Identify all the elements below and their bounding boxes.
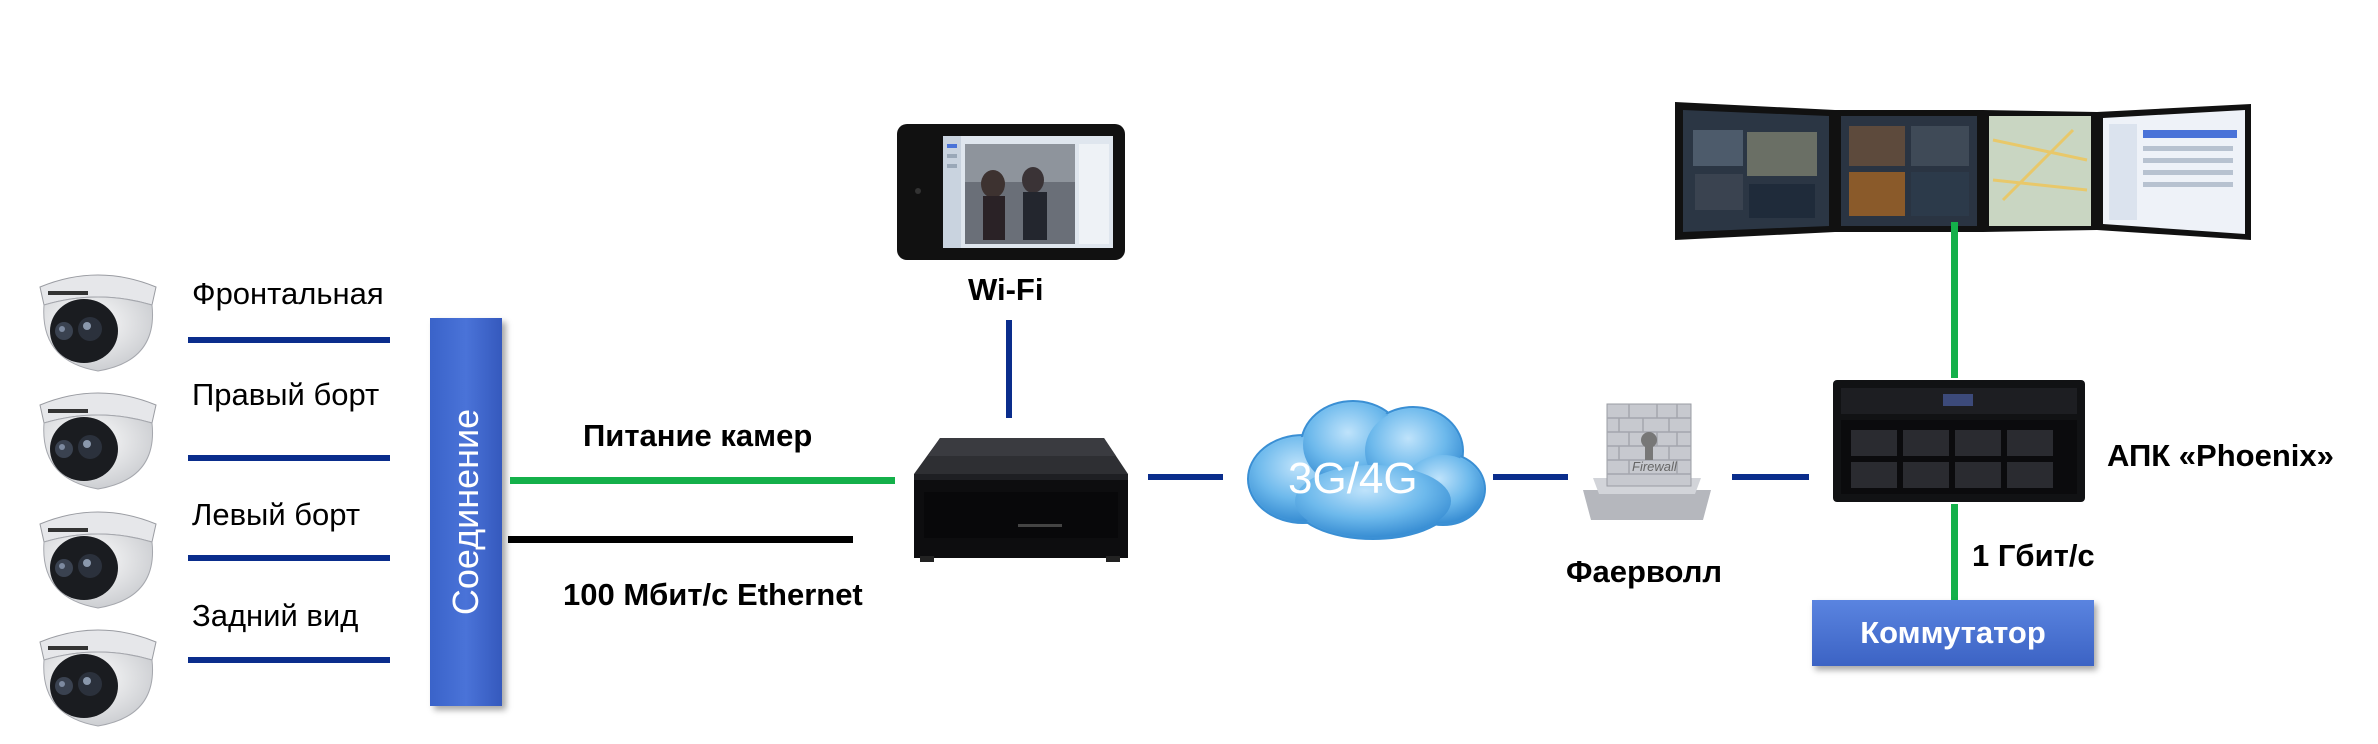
camera-rear-icon [34,620,162,735]
firewall-sign: Firewall [1632,459,1677,474]
recorder-cloud-line [1148,474,1223,480]
gigabit-label: 1 Гбит/с [1972,538,2095,573]
switch-label: Коммутатор [1860,615,2046,650]
camera-label-rear: Задний вид [192,598,359,633]
firewall-server-line [1732,474,1809,480]
camera-line-rear [188,657,390,663]
connector-label: Соединение [445,408,486,616]
camera-label-front: Фронтальная [192,276,384,311]
recorder-icon [914,438,1128,562]
switch-box: Коммутатор [1812,600,2094,666]
camera-power-label: Питание камер [583,418,813,453]
camera-line-left [188,555,390,561]
tablet-icon [897,124,1125,260]
server-icon [1833,380,2085,502]
camera-line-right [188,455,390,461]
camera-front-icon [34,265,162,380]
cloud-firewall-line [1493,474,1568,480]
cloud-icon [1247,400,1486,540]
ethernet-line [508,536,853,543]
connector-box: Соединение [430,318,502,706]
video-wall-icon [1675,102,2251,240]
firewall-icon [1583,403,1711,520]
camera-label-right: Правый борт [192,377,380,412]
cloud-label: 3G/4G [1288,454,1418,503]
firewall-label: Фаерволл [1566,554,1723,589]
camera-line-front [188,337,390,343]
wifi-line [1006,320,1012,418]
ethernet-label: 100 Мбит/с Ethernet [563,577,863,612]
server-switch-line [1951,504,1958,600]
camera-label-left: Левый борт [192,497,361,532]
camera-power-line [510,477,895,484]
server-label: АПК «Phoenix» [2107,438,2334,473]
monitor-server-line [1951,222,1958,378]
wifi-label: Wi-Fi [968,272,1044,307]
camera-right-icon [34,383,162,498]
camera-left-icon [34,502,162,617]
